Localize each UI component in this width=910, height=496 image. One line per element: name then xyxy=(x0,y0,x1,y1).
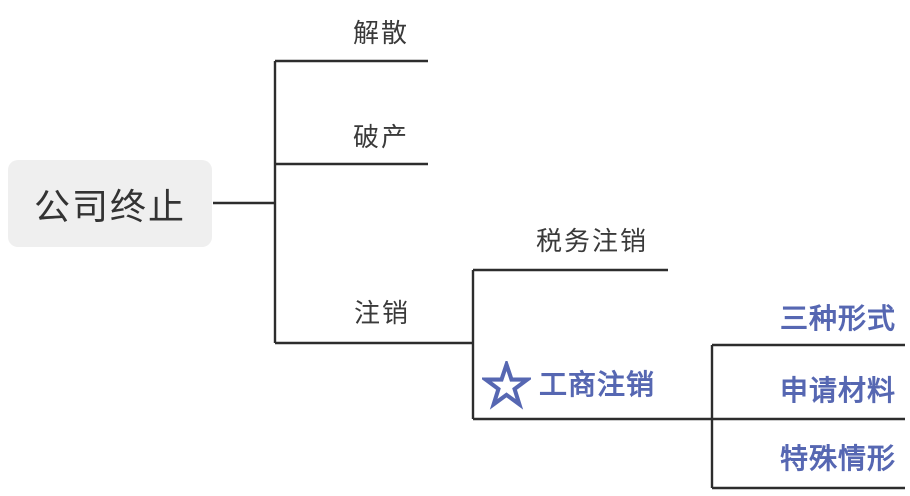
root-label: 公司终止 xyxy=(33,185,186,227)
node-jiesan[interactable]: 解散 xyxy=(352,18,410,48)
node-sanzhong-xingshi[interactable]: 三种形式 xyxy=(779,303,897,334)
star-icon xyxy=(482,360,531,410)
node-shenqing-cailiao[interactable]: 申请材料 xyxy=(779,375,897,406)
node-root[interactable]: 公司终止 xyxy=(8,160,212,247)
node-shuiwu-zhuxiao[interactable]: 税务注销 xyxy=(535,226,649,256)
node-gongshang-zhuxiao[interactable]: 工商注销 xyxy=(482,360,655,410)
node-zhuxiao[interactable]: 注销 xyxy=(353,298,411,328)
gongshang-zhuxiao-label: 工商注销 xyxy=(539,369,656,400)
node-teshu-qingxing[interactable]: 特殊情形 xyxy=(779,443,897,474)
node-pochan[interactable]: 破产 xyxy=(352,122,410,152)
